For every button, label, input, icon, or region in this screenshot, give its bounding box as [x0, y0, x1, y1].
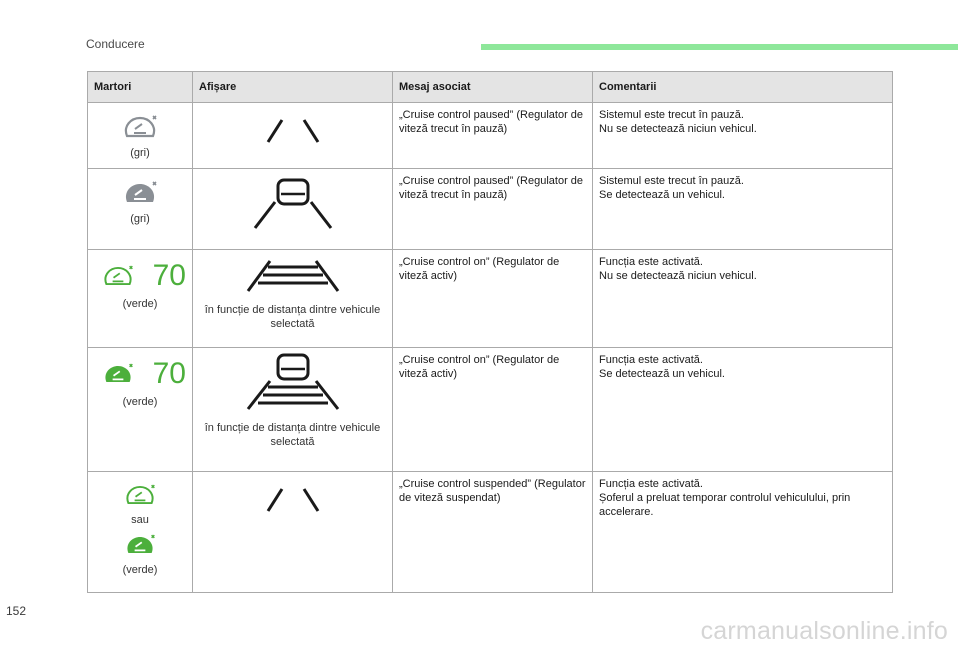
header-mesaj: Mesaj asociat — [392, 71, 593, 103]
header-afisare: Afișare — [192, 71, 393, 103]
table-row: 70 (verde) în funcție de distanța dintre… — [87, 249, 893, 348]
display-cell — [192, 168, 393, 250]
message-cell: „Cruise control paused” (Regulator de vi… — [392, 168, 593, 250]
indicator-label: (verde) — [122, 298, 158, 310]
comments-cell: Funcția este activată. Șoferul a preluat… — [592, 471, 893, 593]
page-number: 152 — [6, 604, 27, 618]
indicator-cell: 70 (verde) — [87, 347, 193, 472]
comment-line: Nu se detectează niciun vehicul. — [599, 270, 757, 282]
indicator-cell: 70 (verde) — [87, 249, 193, 348]
indicator-label: (verde) — [122, 564, 158, 576]
speedometer-outline-green-icon — [126, 484, 155, 505]
display-cell — [192, 471, 393, 593]
comment-line: Nu se detectează niciun vehicul. — [599, 123, 757, 135]
message-cell: „Cruise control on” (Regulator de viteză… — [392, 347, 593, 472]
cruise-control-table: Martori Afișare Mesaj asociat Comentarii… — [87, 71, 893, 593]
lane-car-distance-bars-icon — [246, 353, 339, 410]
header-martori: Martori — [87, 71, 193, 103]
comment-line: Funcția este activată. — [599, 256, 703, 268]
speedometer-outline-green-icon — [104, 265, 134, 286]
comment-line: Sistemul este trecut în pauză. — [599, 175, 744, 187]
speed-value: 70 — [152, 259, 186, 292]
speedometer-filled-gray-icon — [125, 181, 157, 202]
comments-cell: Sistemul este trecut în pauză. Nu se det… — [592, 102, 893, 169]
comment-line: Șoferul a preluat temporar controlul veh… — [599, 492, 851, 518]
indicator-label: (gri) — [130, 213, 150, 225]
message-cell: „Cruise control paused” (Regulator de vi… — [392, 102, 593, 169]
speedometer-filled-green-icon — [105, 363, 134, 383]
display-caption: în funcție de distanța dintre vehicule s… — [204, 422, 381, 448]
table-row: 70 (verde) în funcție de distanța dintre… — [87, 347, 893, 472]
indicator-label: (verde) — [122, 396, 158, 408]
section-title: Conducere — [86, 37, 145, 51]
table-row: sau (verde) „Cruise control suspended” (… — [87, 471, 893, 593]
comments-cell: Funcția este activată. Se detectează un … — [592, 347, 893, 472]
comment-line: Sistemul este trecut în pauză. — [599, 109, 744, 121]
header-comentarii: Comentarii — [592, 71, 893, 103]
table-header-row: Martori Afișare Mesaj asociat Comentarii — [87, 71, 893, 103]
lane-distance-bars-icon — [246, 260, 339, 292]
lane-lines-icon — [266, 119, 319, 143]
speed-value: 70 — [152, 357, 186, 390]
comments-cell: Funcția este activată. Nu se detectează … — [592, 249, 893, 348]
display-cell: în funcție de distanța dintre vehicule s… — [192, 249, 393, 348]
indicator-or-label: sau — [131, 514, 149, 526]
display-cell — [192, 102, 393, 169]
display-caption: în funcție de distanța dintre vehicule s… — [204, 304, 381, 330]
comment-line: Se detectează un vehicul. — [599, 189, 725, 201]
speedometer-outline-gray-icon — [124, 115, 157, 138]
speedometer-filled-green-icon — [127, 534, 155, 554]
table-row: (gri) „Cruise control paused” (Regulator… — [87, 102, 893, 169]
comment-line: Funcția este activată. — [599, 478, 703, 490]
indicator-cell: (gri) — [87, 102, 193, 169]
message-cell: „Cruise control on” (Regulator de viteză… — [392, 249, 593, 348]
comment-line: Se detectează un vehicul. — [599, 368, 725, 380]
display-cell: în funcție de distanța dintre vehicule s… — [192, 347, 393, 472]
comment-line: Funcția este activată. — [599, 354, 703, 366]
indicator-label: (gri) — [130, 147, 150, 159]
lane-car-icon — [253, 178, 332, 229]
watermark: carmanualsonline.info — [700, 617, 948, 645]
indicator-cell: sau (verde) — [87, 471, 193, 593]
comments-cell: Sistemul este trecut în pauză. Se detect… — [592, 168, 893, 250]
section-accent-bar — [481, 44, 958, 50]
message-cell: „Cruise control suspended” (Regulator de… — [392, 471, 593, 593]
lane-lines-icon — [266, 488, 319, 512]
indicator-cell: (gri) — [87, 168, 193, 250]
table-row: (gri) „Cruise control paused” (Regulator… — [87, 168, 893, 250]
